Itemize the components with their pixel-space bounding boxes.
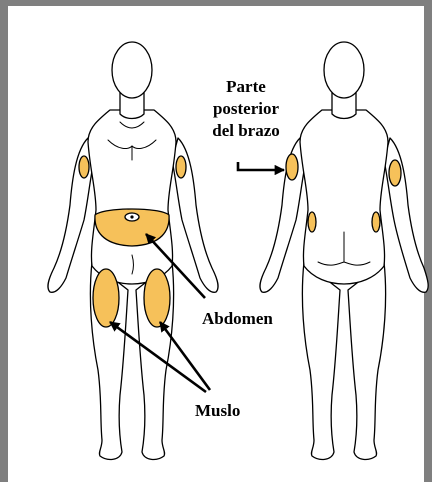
front-left-arm-site: [79, 156, 89, 178]
back-left-arm: [260, 138, 306, 292]
back-of-right-arm-site: [389, 160, 401, 186]
back-of-arm-arrow: [238, 162, 284, 170]
back-right-hip-site: [372, 212, 380, 232]
back-of-arm-label-line2: posterior: [213, 99, 280, 118]
back-right-leg: [348, 262, 386, 459]
front-torso: [88, 110, 176, 284]
back-right-arm: [384, 138, 428, 292]
back-head: [324, 42, 364, 98]
back-of-arm-label-line3: del brazo: [212, 121, 280, 140]
front-body-figure: [48, 42, 218, 459]
back-of-arm-label-line1: Parte: [226, 77, 266, 96]
right-thigh-site: [144, 269, 170, 327]
front-right-arm-site: [176, 156, 186, 178]
back-of-left-arm-site: [286, 154, 298, 180]
back-left-leg: [302, 262, 340, 459]
back-body-figure: [260, 42, 428, 459]
left-thigh-site: [93, 269, 119, 327]
front-head: [112, 42, 152, 98]
thigh-label: Muslo: [195, 401, 240, 420]
back-left-hip-site: [308, 212, 316, 232]
abdomen-label: Abdomen: [202, 309, 273, 328]
